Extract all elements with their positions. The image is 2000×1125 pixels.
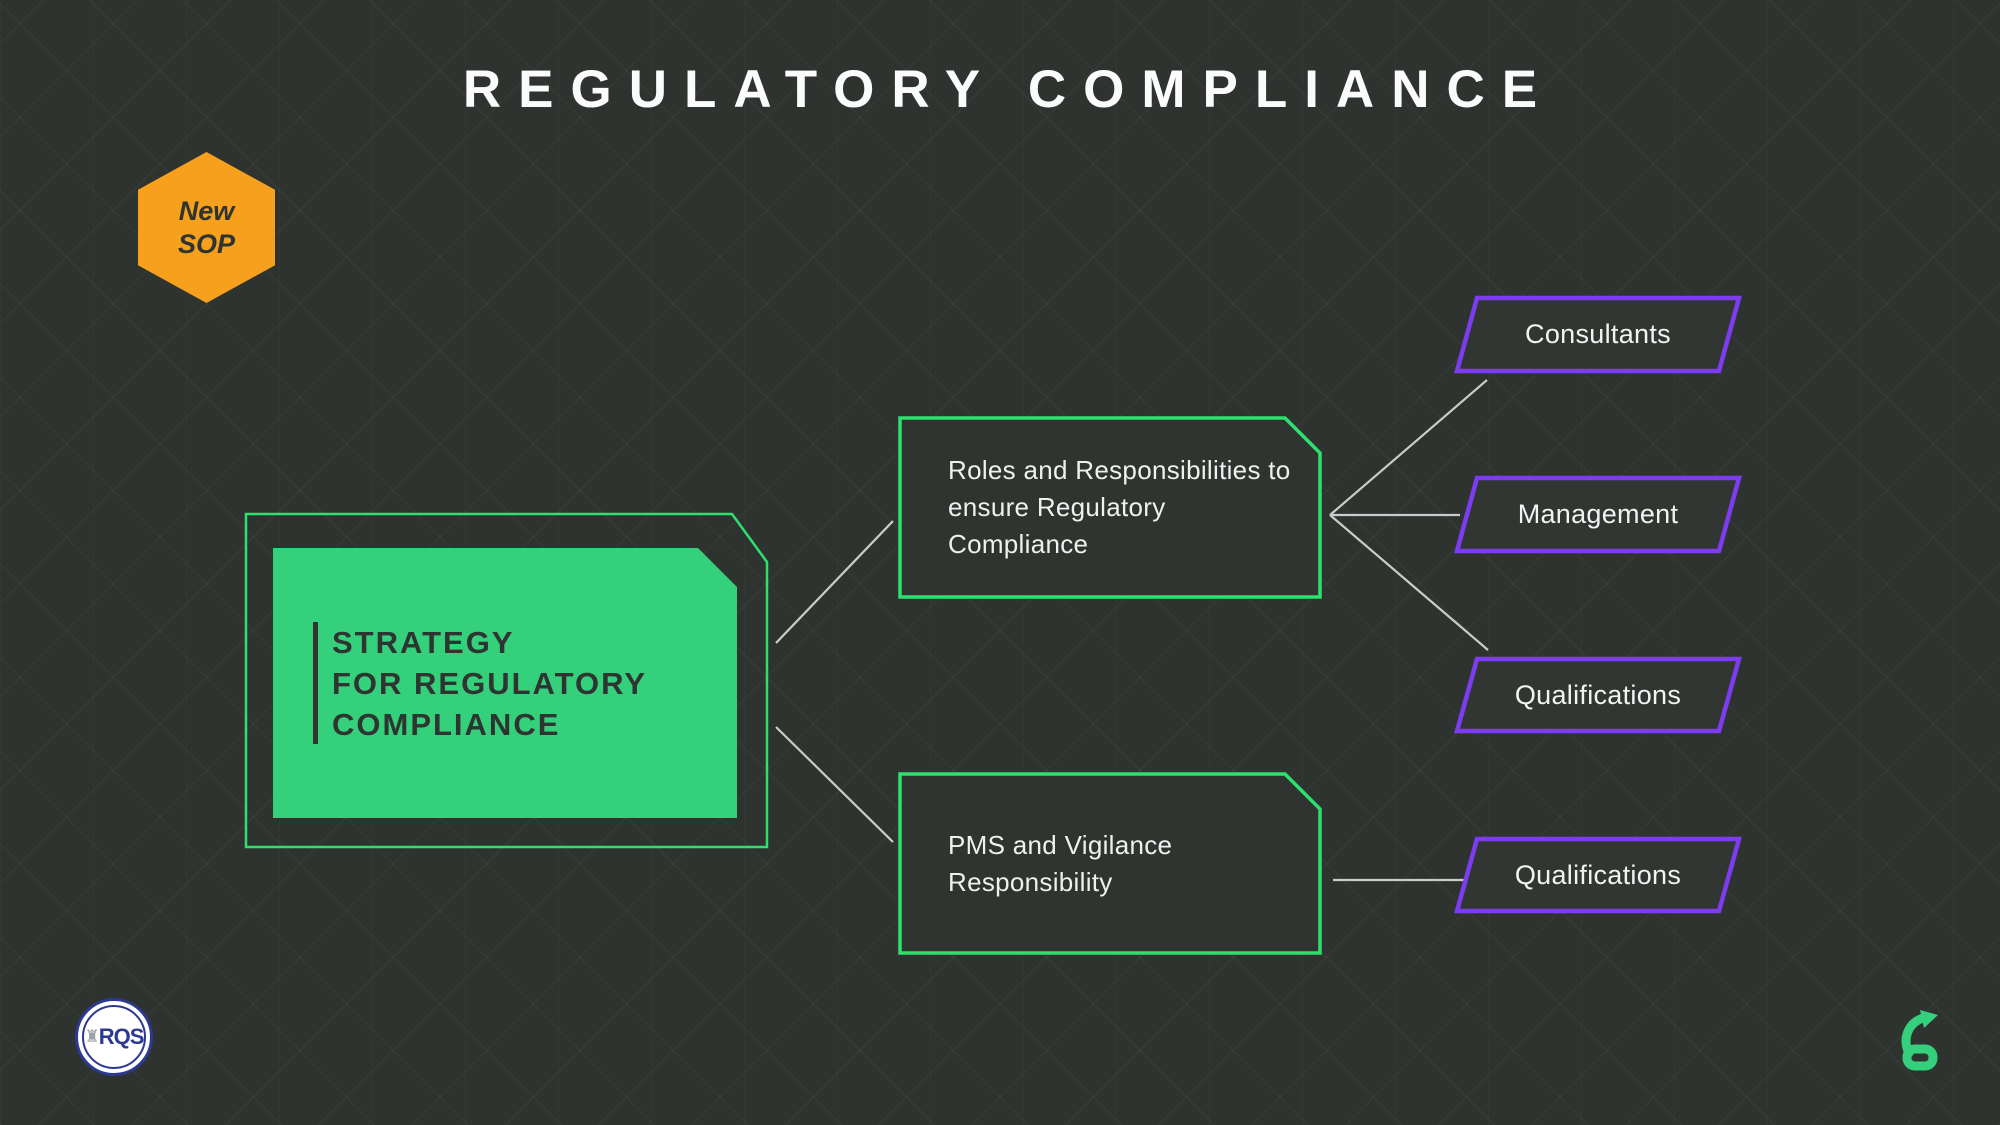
leaf-node-management-shape bbox=[1454, 475, 1742, 554]
root-node-label: STRATEGY FOR REGULATORY COMPLIANCE bbox=[332, 622, 647, 745]
guru-g-icon bbox=[1901, 1010, 1938, 1071]
root-label-line-3: COMPLIANCE bbox=[332, 706, 561, 742]
connector-roles-to-qualifications bbox=[1329, 514, 1489, 651]
badge-line-2: SOP bbox=[177, 228, 236, 259]
accent-bar bbox=[313, 622, 318, 744]
root-label-line-1: STRATEGY bbox=[332, 624, 515, 660]
rqs-logo: ♜ RQS bbox=[75, 998, 153, 1076]
leaf-node-consultants-shape bbox=[1454, 295, 1742, 374]
branch-node-roles-shape bbox=[898, 416, 1322, 599]
leaf-node-qualifications2-shape bbox=[1454, 836, 1742, 914]
root-label-line-2: FOR REGULATORY bbox=[332, 665, 648, 701]
connector-roles-to-consultants bbox=[1329, 379, 1488, 516]
page-title: REGULATORY COMPLIANCE bbox=[462, 60, 1555, 119]
branch-node-roles-label: Roles and Responsibilities to ensure Reg… bbox=[948, 455, 1291, 559]
rqs-logo-text: RQS bbox=[98, 1024, 145, 1049]
branch-node-pms-label: PMS and Vigilance Responsibility bbox=[948, 829, 1173, 897]
root-node-strategy: STRATEGY FOR REGULATORY COMPLIANCE bbox=[273, 548, 737, 818]
leaf-node-qualifications-2: Qualifications bbox=[1514, 859, 1682, 890]
badge-line-1: New bbox=[178, 195, 235, 226]
root-node-outline bbox=[244, 512, 769, 849]
connector-root-to-roles bbox=[775, 520, 894, 644]
rqs-logo-ring: ♜ RQS bbox=[82, 1005, 146, 1069]
leaf-node-qualifications1-shape bbox=[1454, 656, 1742, 734]
chess-rook-icon: ♜ bbox=[84, 1027, 100, 1047]
guru-g-stem bbox=[1901, 1013, 1928, 1058]
leaf-node-qualifications-1: Qualifications bbox=[1514, 679, 1682, 710]
branch-node-pms-shape bbox=[898, 772, 1322, 955]
leaf-node-consultants: Consultants bbox=[1525, 319, 1671, 349]
guru-g-loop bbox=[1902, 1044, 1938, 1071]
connector-root-to-pms bbox=[775, 726, 894, 843]
guru-g-arrowhead bbox=[1920, 1010, 1938, 1028]
leaf-node-management: Management bbox=[1517, 499, 1679, 529]
